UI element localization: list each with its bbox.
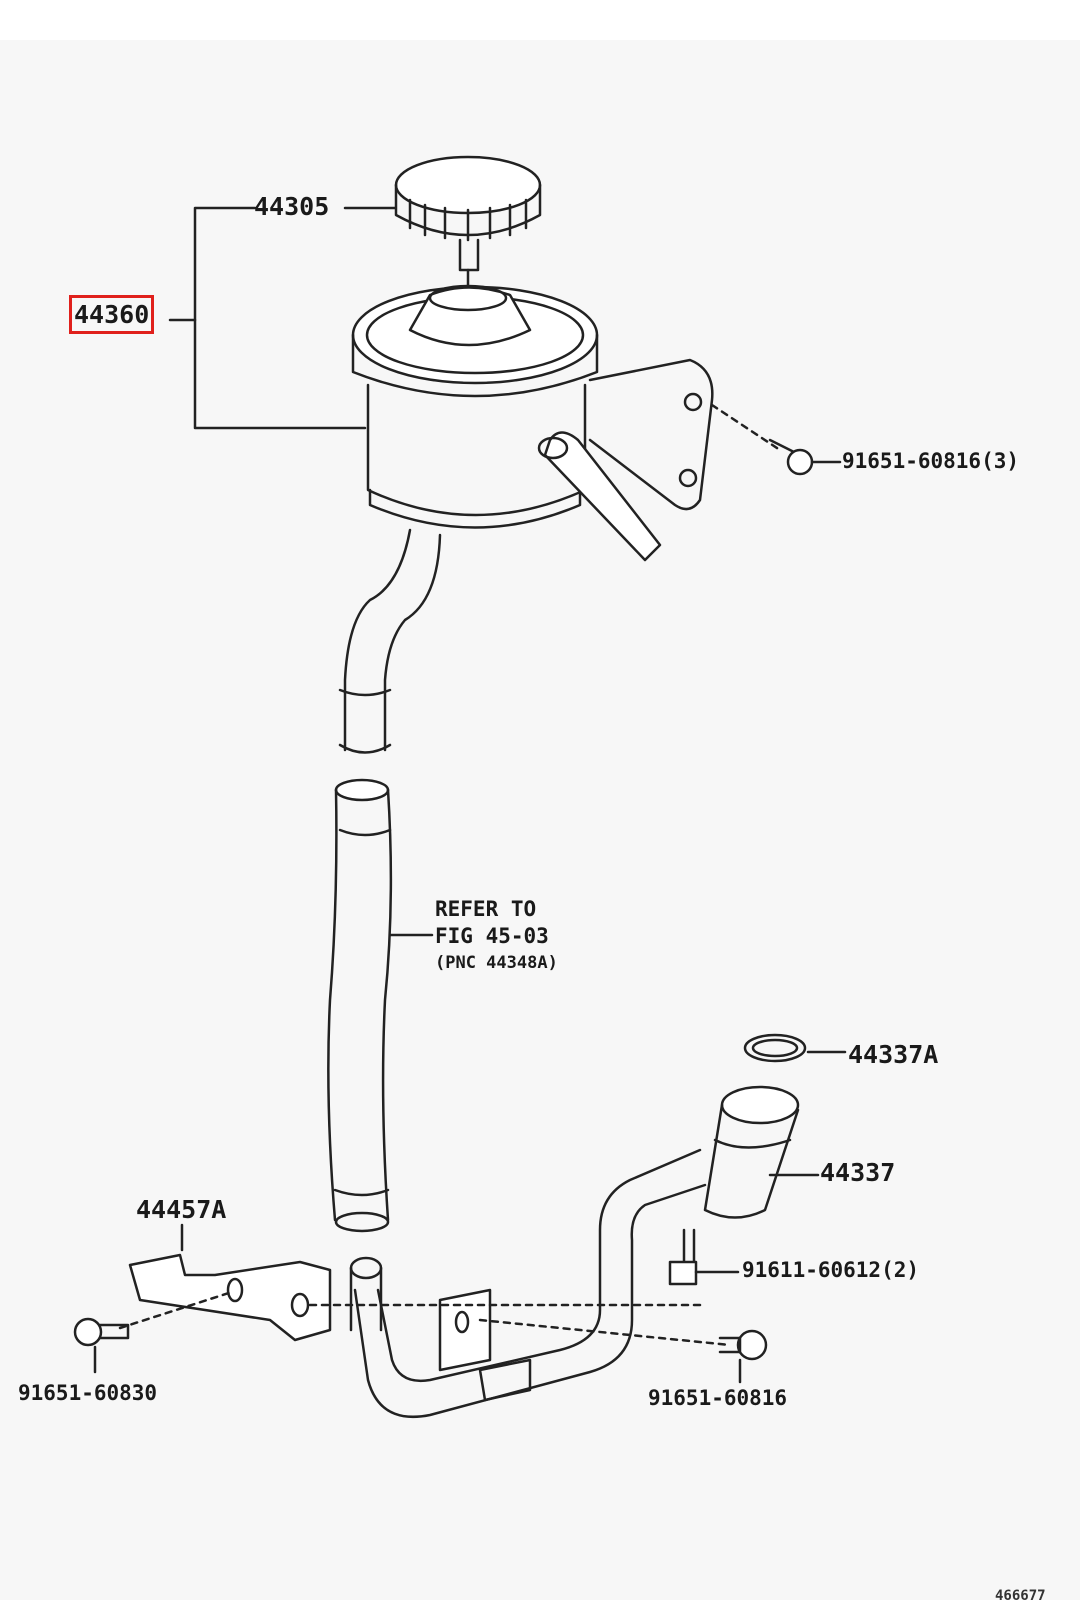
bolt-91611-60612[interactable] [668,1228,740,1286]
part-label-91651-60816[interactable]: 91651-60816 [648,1386,788,1410]
pressure-pipe[interactable] [349,1148,707,1419]
reference-note-line: REFER TO [435,897,537,921]
bolt-91651-60816-bottom[interactable] [718,1329,768,1384]
bracket-44457A[interactable] [128,1223,332,1342]
part-label-44337[interactable]: 44337 [820,1158,896,1187]
assembly-bracket-line [193,206,367,430]
reservoir-tank[interactable] [351,284,714,562]
part-label-44457A[interactable]: 44457A [136,1195,227,1224]
part-label-44337A[interactable]: 44337A [848,1040,939,1069]
bolt-91651-60830[interactable] [73,1317,130,1374]
bolt-axis-line-left [118,1290,234,1330]
reference-note-line: FIG 45-03 [435,924,549,948]
part-label-91651-60816-3[interactable]: 91651-60816(3) [842,449,1020,473]
reference-note[interactable]: REFER TO FIG 45-03 (PNC 44348A) [435,896,558,977]
reservoir-cap[interactable] [394,155,542,312]
figure-id: 466677 [995,1588,1046,1600]
union-44337[interactable] [703,1085,820,1219]
part-label-44360[interactable]: 44360 [68,295,155,334]
bolt-axis-line-right [478,1318,732,1347]
return-hose-upper[interactable] [338,528,442,754]
o-ring-44337A[interactable] [743,1033,847,1063]
part-label-44305[interactable]: 44305 [254,192,330,221]
reference-note-line: (PNC 44348A) [435,953,558,973]
bolt-91651-60816-top[interactable] [710,403,842,476]
part-label-91611-60612-2[interactable]: 91611-60612(2) [742,1258,920,1282]
part-label-91651-60830[interactable]: 91651-60830 [18,1381,158,1405]
hose-45-03[interactable] [327,778,434,1233]
